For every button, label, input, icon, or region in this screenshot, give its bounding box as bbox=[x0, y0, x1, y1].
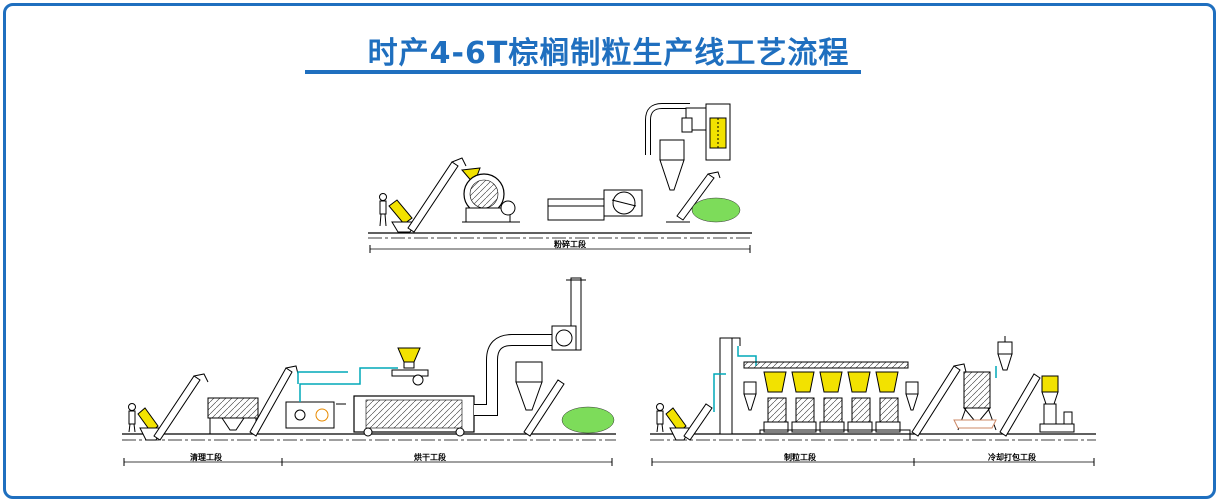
induced-fan-chimney bbox=[551, 277, 586, 351]
pellet-mill bbox=[847, 371, 873, 433]
dust-filter bbox=[705, 103, 731, 161]
cleaning-drying-section: 清理工段 烘干工段 bbox=[122, 277, 616, 466]
dust-cyclone-right bbox=[905, 381, 919, 411]
bucket-elevator bbox=[999, 373, 1041, 437]
collecting-conveyor bbox=[759, 429, 911, 440]
title-underline bbox=[305, 70, 861, 74]
hot-air-furnace bbox=[285, 401, 346, 429]
counterflow-cooler bbox=[957, 371, 997, 431]
hammer-mill bbox=[461, 167, 520, 223]
material-bag bbox=[665, 407, 687, 433]
pellets-pile bbox=[691, 197, 741, 223]
bucket-elevator bbox=[407, 161, 459, 233]
air-pipe bbox=[299, 367, 398, 402]
screw-conveyor bbox=[547, 198, 605, 207]
packing-machine bbox=[1039, 375, 1075, 433]
rotary-dryer bbox=[353, 395, 475, 437]
dust-cyclone-left bbox=[743, 381, 757, 411]
bucket-elevator bbox=[153, 375, 201, 441]
pellet-mill bbox=[791, 371, 817, 433]
crushing-section: 粉碎工段 bbox=[368, 103, 752, 253]
section-label-drying: 烘干工段 bbox=[414, 452, 446, 462]
worker-figure bbox=[128, 403, 136, 433]
pellet-mill bbox=[819, 371, 845, 433]
cleaning-screen bbox=[207, 397, 259, 434]
section-label-cooling-packing: 冷却打包工段 bbox=[988, 452, 1036, 462]
vibrating-screen bbox=[953, 419, 997, 429]
vertical-elevator bbox=[719, 337, 733, 435]
cooler-cyclone bbox=[997, 336, 1013, 371]
bucket-elevator bbox=[676, 173, 715, 221]
air-pipe bbox=[737, 346, 757, 366]
material-bag bbox=[137, 407, 159, 433]
fan-unit bbox=[603, 189, 643, 217]
section-label-crushing: 粉碎工段 bbox=[554, 239, 586, 249]
bucket-elevator bbox=[683, 403, 713, 441]
bucket-elevator bbox=[523, 379, 565, 437]
section-label-cleaning: 清理工段 bbox=[190, 452, 222, 462]
cyclone-separator bbox=[474, 334, 552, 416]
pellet-mill bbox=[875, 371, 901, 433]
page-title: 时产4-6T棕榈制粒生产线工艺流程 bbox=[367, 36, 850, 71]
cyclone-separator bbox=[645, 103, 707, 191]
distribution-conveyor bbox=[743, 361, 909, 369]
worker-figure bbox=[379, 193, 387, 227]
bucket-elevator bbox=[911, 365, 961, 437]
worker-figure bbox=[656, 403, 664, 433]
feeding-hopper-top bbox=[391, 347, 429, 386]
section-label-pelletizing: 制粒工段 bbox=[784, 452, 816, 462]
pellets-pile bbox=[561, 406, 615, 434]
pellet-mill-array bbox=[763, 371, 901, 433]
material-bag bbox=[388, 199, 413, 225]
pelletizing-packing-section: 制粒工段 冷却打包工段 bbox=[650, 336, 1096, 466]
pellet-mill bbox=[763, 371, 789, 433]
bucket-elevator bbox=[249, 367, 293, 437]
